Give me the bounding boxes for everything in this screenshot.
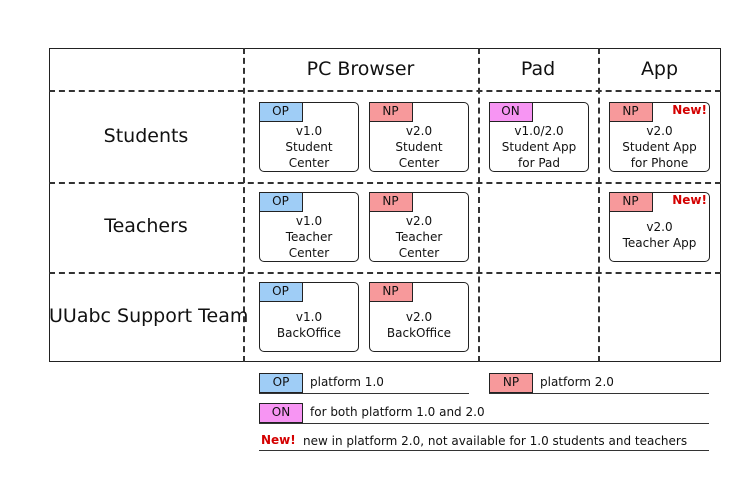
tag-np: NP (368, 191, 413, 212)
card-line: Student App (622, 140, 697, 154)
column-divider (243, 48, 245, 362)
card-line: Teacher App (622, 236, 697, 250)
legend-tag-op: OP (259, 373, 303, 393)
card-line: Teacher (395, 230, 443, 244)
legend-text-new: new in platform 2.0, not available for 1… (303, 434, 688, 448)
card-line: Center (288, 246, 330, 260)
card-line: Center (398, 156, 440, 170)
new-badge: New! (672, 103, 707, 117)
card-line: v2.0 (646, 220, 673, 234)
column-divider (598, 48, 600, 362)
column-divider (478, 48, 480, 362)
legend-text-on: for both platform 1.0 and 2.0 (310, 405, 485, 419)
legend-tag-on: ON (259, 403, 303, 423)
column-header-app: App (640, 58, 679, 80)
card-line: v2.0 (405, 214, 433, 228)
card-student-center-v1: OP v1.0 Student Center (258, 101, 359, 172)
card-line: Center (288, 156, 330, 170)
tag-op: OP (258, 281, 303, 302)
tag-np: NP (608, 191, 653, 212)
row-header-students: Students (103, 125, 189, 147)
row-header-teachers: Teachers (104, 215, 188, 237)
column-header-pc-browser: PC Browser (306, 58, 415, 80)
tag-on: ON (488, 101, 533, 122)
row-divider (49, 272, 721, 274)
card-student-center-v2: NP v2.0 Student Center (368, 101, 469, 172)
card-line: v2.0 (405, 124, 433, 138)
legend-underline (259, 393, 469, 394)
card-line: Center (398, 246, 440, 260)
card-line: Student App (501, 140, 577, 154)
card-line: for Phone (630, 156, 689, 170)
legend-text-np: platform 2.0 (540, 375, 614, 389)
legend-tag-np: NP (489, 373, 533, 393)
card-teacher-center-v2: NP v2.0 Teacher Center (368, 191, 469, 262)
card-teacher-app: NP New! v2.0 Teacher App (608, 191, 710, 262)
legend-underline (259, 423, 709, 424)
card-line: v2.0 (405, 310, 433, 324)
card-line: BackOffice (276, 326, 342, 340)
card-backoffice-v1: OP v1.0 BackOffice (258, 281, 359, 352)
card-student-app-phone: NP New! v2.0 Student App for Phone (608, 101, 710, 172)
card-line: Student (285, 140, 333, 154)
card-line: BackOffice (386, 326, 452, 340)
card-line: v1.0 (295, 310, 323, 324)
legend-text-op: platform 1.0 (310, 375, 384, 389)
legend-tag-new: New! (261, 433, 296, 447)
row-header-support-team: UUabc Support Team (49, 305, 249, 327)
row-divider (49, 90, 721, 92)
tag-np: NP (368, 281, 413, 302)
matrix-frame (49, 48, 721, 362)
card-line: v1.0 (295, 214, 323, 228)
card-line: Teacher (285, 230, 333, 244)
legend-underline (259, 450, 709, 451)
card-student-app-pad: ON v1.0/2.0 Student App for Pad (488, 101, 589, 172)
card-line: v1.0 (295, 124, 323, 138)
tag-op: OP (258, 191, 303, 212)
card-backoffice-v2: NP v2.0 BackOffice (368, 281, 469, 352)
card-line: v1.0/2.0 (514, 124, 564, 138)
row-divider (49, 182, 721, 184)
card-line: v2.0 (646, 124, 673, 138)
card-teacher-center-v1: OP v1.0 Teacher Center (258, 191, 359, 262)
tag-np: NP (368, 101, 413, 122)
card-line: for Pad (518, 156, 560, 170)
column-header-pad: Pad (520, 58, 556, 80)
card-line: Student (395, 140, 443, 154)
tag-op: OP (258, 101, 303, 122)
new-badge: New! (672, 193, 707, 207)
legend-underline (489, 393, 709, 394)
tag-np: NP (608, 101, 653, 122)
